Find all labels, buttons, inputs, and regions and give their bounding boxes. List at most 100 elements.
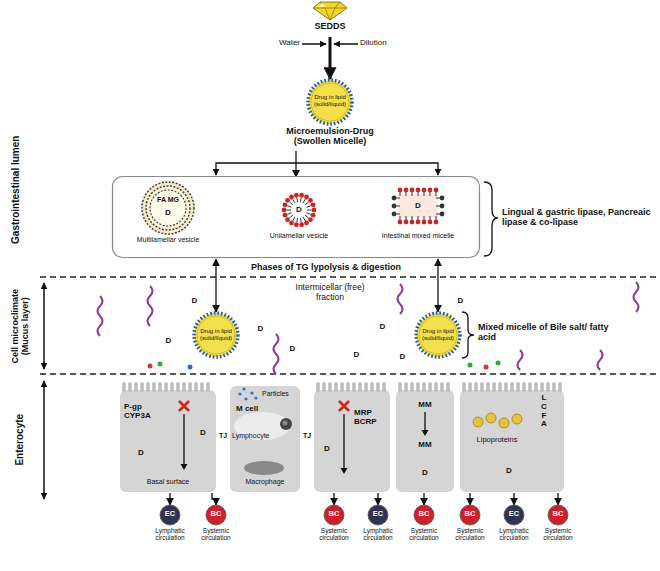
cell-type: BC [324,510,344,519]
efflux-transporter: P-gp CYP3A [124,402,158,420]
lipid-head [440,212,445,217]
lipid-tail [418,192,419,196]
droplet-shell [194,313,238,357]
mucin-strand [98,296,103,336]
particle [238,392,241,395]
microvillus [492,382,496,392]
drug-molecule: D [504,466,514,475]
microvillus [398,382,402,392]
lipid-tail [300,218,302,223]
m-cell: M cellLymphocyteMacrophage [230,382,300,492]
region-extent-arrow [43,283,45,369]
flow-arrow [295,151,296,177]
lipid-head [392,212,397,217]
microvillus [522,382,526,392]
mucin-strand [274,334,279,374]
formulation-name: SEDDS [305,21,355,31]
route-label: Systemic circulation [448,527,492,542]
efflux-block [179,401,189,411]
lipid-head [410,188,415,193]
microvillus [516,382,520,392]
microvillus [434,382,438,392]
drug-molecule: D [456,296,465,305]
microvillus [158,382,162,392]
circulation-cell: BCSystemic circulation [312,504,356,550]
transport-arrowhead [181,464,188,470]
lipid-tail [307,210,312,211]
lipid-tail [303,199,305,203]
cell-label: Macrophage [234,478,296,486]
droplet-name: Microemulsion-Drug (Swollen Micelle) [270,126,390,147]
lipid-head [392,204,397,209]
circulation-disc [324,505,344,525]
lipid-tail [286,210,291,211]
droplet-shell [308,80,352,124]
lipid-tail [396,214,400,215]
flow-arrow [377,493,378,505]
lipid-tail [436,198,440,199]
lipid-head [311,213,316,218]
microvillus [504,382,508,392]
lipid-head [434,188,439,193]
mucin-strand [148,286,153,326]
micelle-lipid [392,196,400,201]
lipid-head [422,188,427,193]
lipid-head [304,221,309,226]
lipid-head [308,198,313,203]
circulation-disc [160,505,180,525]
microvillus [316,382,320,392]
lipid-tail [293,217,295,221]
transport-arrow [343,414,344,469]
route-label: Lymphatic circulation [148,527,192,542]
lipid-head [428,188,433,193]
microvillus [206,382,210,392]
microvillus [410,382,414,392]
lipid-tail [396,206,400,207]
microvillus [422,382,426,392]
lipid-head [410,220,415,225]
circulation-disc [414,505,434,525]
basal-surface-label: Basal surface [130,478,206,486]
region-divider [40,276,660,278]
lipid-tail [305,202,309,205]
region-label: Gastrointestinal lumen [10,115,22,265]
lipoprotein [473,417,483,427]
lipid-tail [430,216,431,220]
phospholipid [294,218,299,227]
lipid-tail [307,206,311,208]
lipid-droplets [148,361,501,370]
flow-arrow [329,37,332,79]
cell-body [396,390,454,492]
flow-arrow [215,259,216,312]
efflux-transporter: MRP BCRP [354,408,388,426]
lipid-tail [400,192,401,196]
bile-micelle: Drug in lipid (solid/liquid) [416,311,460,359]
microvillus [370,382,374,392]
circulation-cell: BCSystemic circulation [194,504,238,550]
lipid-tail [436,214,440,215]
lipid-head [392,196,397,201]
lipid-head [294,193,299,198]
lipid-head [428,220,433,225]
lipoprotein-label: Lipoproteins [464,436,530,445]
mucin-strand [518,350,523,370]
flow-arrow [513,493,514,505]
transport-arrow [424,412,425,431]
drug-molecule: D [352,350,361,359]
lipid-dot [484,365,489,370]
microvillus [188,382,192,392]
phospholipid [299,218,304,227]
microvillus [462,382,466,392]
lipid-tail [287,206,291,208]
micelle-lipid [434,188,439,196]
lipid-head [398,188,403,193]
lipid-head [404,220,409,225]
lipid-tail [436,206,440,207]
lipid-tail [424,216,425,220]
lipid-dot [148,364,153,369]
microvillus [334,382,338,392]
microvillus [200,382,204,392]
cell-type: EC [368,510,388,519]
lipid-head [404,188,409,193]
lipid-tail [424,192,425,196]
